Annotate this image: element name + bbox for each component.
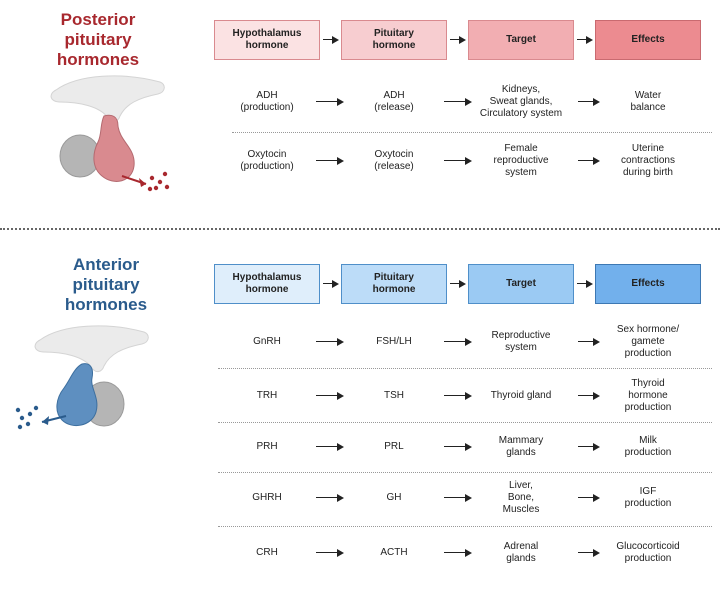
posterior-row-1-effects: Water balance — [630, 90, 666, 113]
posterior-row-1-target: Kidneys, Sweat glands, Circulatory syste… — [479, 84, 563, 119]
anterior-row-divider-3 — [218, 472, 712, 473]
posterior-row-2-arrow-3 — [578, 156, 600, 166]
posterior-header-arrow-3 — [577, 35, 593, 45]
anterior-header-target: Target — [468, 264, 574, 304]
anterior-row-3-target: Mammary glands — [498, 435, 544, 458]
posterior-header-hypothalamus: Hypothalamus hormone — [214, 20, 320, 60]
anterior-row-3-arrow-2 — [444, 442, 472, 452]
posterior-header-arrow-2 — [450, 35, 466, 45]
posterior-pituitary-illustration — [50, 75, 170, 192]
anterior-row-5-arrow-1 — [316, 548, 344, 558]
posterior-section-title: Posterior pituitary hormones — [56, 10, 140, 69]
anterior-pituitary-illustration — [15, 325, 149, 430]
anterior-row-3-arrow-3 — [578, 442, 600, 452]
posterior-row-1-arrow-1 — [316, 97, 344, 107]
anterior-header-arrow-3 — [577, 279, 593, 289]
posterior-row-2-hypothalamus: Oxytocin (production) — [240, 149, 294, 172]
posterior-row-2-effects: Uterine contractions during birth — [621, 143, 675, 178]
anterior-row-4-pituitary: GH — [386, 492, 402, 503]
anterior-header-hypothalamus: Hypothalamus hormone — [214, 264, 320, 304]
anterior-row-5-arrow-3 — [578, 548, 600, 558]
anterior-row-1-arrow-3 — [578, 337, 600, 347]
anterior-header-pituitary: Pituitary hormone — [341, 264, 447, 304]
posterior-row-1-arrow-3 — [578, 97, 600, 107]
anterior-row-2-pituitary: TSH — [384, 390, 404, 401]
anterior-row-5-pituitary: ACTH — [380, 547, 408, 558]
posterior-header-arrow-1 — [323, 35, 339, 45]
posterior-row-2-pituitary: Oxytocin (release) — [374, 149, 414, 172]
anterior-header-effects: Effects — [595, 264, 701, 304]
anterior-header-arrow-1 — [323, 279, 339, 289]
anterior-row-4-arrow-1 — [316, 493, 344, 503]
anterior-row-3-effects: Milk production — [624, 435, 672, 458]
anterior-row-4-target: Liver, Bone, Muscles — [502, 480, 540, 515]
posterior-header-effects: Effects — [595, 20, 701, 60]
anterior-row-divider-2 — [218, 422, 712, 423]
posterior-row-2-arrow-2 — [444, 156, 472, 166]
anterior-row-2-arrow-2 — [444, 391, 472, 401]
anterior-row-3-arrow-1 — [316, 442, 344, 452]
anterior-row-2-hypothalamus: TRH — [256, 390, 278, 401]
anterior-row-3-pituitary: PRL — [384, 441, 404, 452]
anterior-row-2-arrow-1 — [316, 391, 344, 401]
anterior-row-1-pituitary: FSH/LH — [376, 336, 412, 347]
posterior-header-target: Target — [468, 20, 574, 60]
anterior-row-5-effects: Glucocorticoid production — [616, 541, 680, 564]
anterior-row-4-effects: IGF production — [624, 486, 672, 509]
posterior-row-1-hypothalamus: ADH (production) — [240, 90, 294, 113]
anterior-row-4-arrow-2 — [444, 493, 472, 503]
anterior-row-1-arrow-1 — [316, 337, 344, 347]
anterior-row-2-arrow-3 — [578, 391, 600, 401]
anterior-row-3-hypothalamus: PRH — [256, 441, 278, 452]
anterior-header-arrow-2 — [450, 279, 466, 289]
anterior-row-1-effects: Sex hormone/ gamete production — [616, 324, 680, 359]
anterior-row-5-arrow-2 — [444, 548, 472, 558]
posterior-row-1-pituitary: ADH (release) — [374, 90, 414, 113]
anterior-row-1-arrow-2 — [444, 337, 472, 347]
anterior-row-divider-1 — [218, 368, 712, 369]
section-divider — [0, 228, 720, 230]
anterior-row-divider-4 — [218, 526, 712, 527]
anterior-row-5-hypothalamus: CRH — [256, 547, 278, 558]
posterior-row-2-arrow-1 — [316, 156, 344, 166]
anterior-row-4-arrow-3 — [578, 493, 600, 503]
anterior-row-2-target: Thyroid gland — [490, 390, 552, 401]
anterior-row-2-effects: Thyroid hormone production — [624, 378, 672, 413]
anterior-row-1-target: Reproductive system — [491, 330, 551, 353]
anterior-row-5-target: Adrenal glands — [503, 541, 539, 564]
posterior-row-2-target: Female reproductive system — [493, 143, 549, 178]
posterior-header-pituitary: Pituitary hormone — [341, 20, 447, 60]
anterior-row-1-hypothalamus: GnRH — [253, 336, 281, 347]
anterior-row-4-hypothalamus: GHRH — [252, 492, 282, 503]
posterior-row-divider — [232, 132, 712, 133]
posterior-row-1-arrow-2 — [444, 97, 472, 107]
anterior-section-title: Anterior pituitary hormones — [64, 255, 148, 314]
